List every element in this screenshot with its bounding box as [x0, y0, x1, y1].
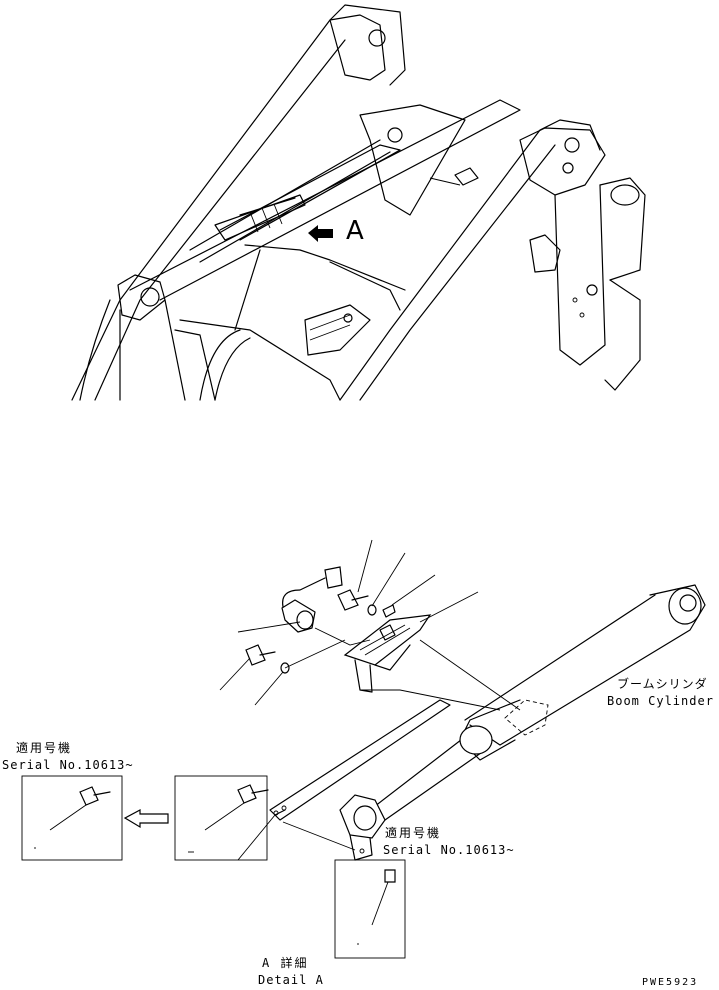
switch-bar-drawing — [269, 699, 451, 821]
loader-frame-illustration — [71, 4, 646, 401]
drawing-code: PWE5923 — [642, 977, 699, 988]
detail-box-a — [334, 859, 406, 959]
detail-box-center — [174, 775, 269, 861]
boom-cylinder-drawing — [339, 584, 706, 861]
detail-box-left — [21, 775, 123, 861]
bracket-drawing — [343, 614, 432, 693]
arrow-left-icon — [123, 809, 169, 829]
bolt-drawing — [245, 589, 396, 674]
boom-cylinder-label-en: Boom Cylinder — [607, 694, 714, 708]
view-label-a: A — [346, 216, 364, 246]
detail-a-label-ja: A 詳細 — [262, 956, 309, 970]
boom-cylinder-label-ja: ブームシリンダ — [617, 677, 708, 691]
detail-a-label-en: Detail A — [258, 973, 324, 987]
arrow-view-icon — [308, 225, 333, 242]
serial-left-label-ja: 適用号機 — [16, 741, 73, 755]
serial-left-label-en: Serial No.10613~ — [2, 758, 134, 772]
serial-center-label-en: Serial No.10613~ — [383, 843, 515, 857]
proximity-switch-drawing — [281, 566, 343, 633]
serial-center-label-ja: 適用号機 — [385, 826, 442, 840]
leader-lines — [219, 539, 521, 861]
